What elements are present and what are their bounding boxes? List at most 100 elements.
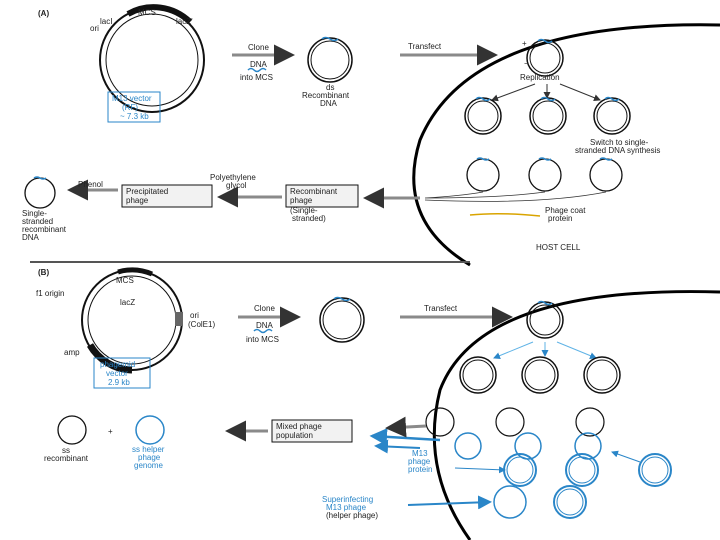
- protein-export-arrow-2: [374, 439, 421, 454]
- panel-a-label: (A): [38, 9, 49, 18]
- host-cell-label: HOST CELL: [536, 243, 581, 252]
- phage-export-arrow: [385, 416, 427, 438]
- superinfect-circle-2: [553, 485, 587, 519]
- vector-a-mcs: MCS: [138, 8, 156, 17]
- rf-b-circle-2: [521, 356, 559, 394]
- ss-circle-2: [528, 157, 562, 192]
- ss-dna-line3: recombinant: [22, 225, 67, 234]
- vector-b-amp: amp: [64, 348, 80, 357]
- peg-line2: glycol: [226, 181, 247, 190]
- helper-rf-circle-2: [565, 453, 599, 487]
- svg-text:M13 vector: M13 vector: [112, 94, 152, 103]
- helper-protein-arrow: [454, 466, 506, 474]
- plus-sign-b: +: [108, 427, 113, 436]
- helper-genome-line1: ss helper: [132, 445, 165, 454]
- ss-dna-line1: Single-: [22, 209, 47, 218]
- superinfect-arrow: [407, 495, 492, 510]
- protein-export-arrow: [369, 428, 441, 446]
- dna-label-a: DNA: [250, 60, 268, 69]
- peg-line1: Polyethylene: [210, 173, 256, 182]
- superinfecting-line3: (helper phage): [326, 511, 378, 520]
- ss-b-label1: ss: [62, 446, 70, 455]
- helper-protein-arrow-2: [611, 450, 641, 463]
- phage-coat-line2: protein: [548, 214, 572, 223]
- transfect-label-a: Transfect: [408, 42, 442, 51]
- rep-arrow-left: [491, 83, 536, 102]
- rf-b-circle-3: [583, 356, 621, 394]
- vector-a-ori: ori: [90, 24, 99, 33]
- switch-note-line1: Switch to single-: [590, 138, 649, 147]
- helper-circle-3: [574, 432, 602, 460]
- ss-b-circle-3: [575, 407, 605, 437]
- vector-a-laci: lacI: [100, 17, 112, 26]
- host-cell-boundary-b: [432, 290, 720, 540]
- helper-circle-2: [514, 432, 542, 460]
- helper-circle-1: [454, 432, 482, 460]
- replicating-circle-a: [526, 38, 564, 77]
- rf-circle-3: [593, 96, 631, 135]
- ds-recombinant-circle: [307, 36, 353, 83]
- vector-b-lacz: lacZ: [120, 298, 135, 307]
- vector-b-f1: f1 origin: [36, 289, 64, 298]
- vector-a-lacz: lacZ': [176, 17, 193, 26]
- rf-circle-1: [464, 96, 502, 135]
- clone-label-a: Clone: [248, 43, 269, 52]
- svg-text:phage: phage: [290, 196, 313, 205]
- helper-rf-circle-3: [638, 453, 672, 487]
- vector-b-caption: phagemid vector 2.9 kb: [93, 357, 151, 389]
- svg-text:phagemid: phagemid: [100, 360, 135, 369]
- replication-label: Replication: [520, 73, 560, 82]
- helper-genome-line3: genome: [134, 461, 163, 470]
- ds-label: ds: [326, 83, 334, 92]
- svg-text:2.9 kb: 2.9 kb: [108, 378, 130, 387]
- rf-circle-2: [529, 96, 567, 135]
- vector-b-mcs: MCS: [116, 276, 134, 285]
- ss-recombinant-dna-circle: [24, 176, 56, 209]
- transfect-label-b: Transfect: [424, 304, 458, 313]
- vector-a-caption: M13 vector (RF) ~ 7.3 kb: [107, 91, 161, 123]
- helper-genome-line2: phage: [138, 453, 161, 462]
- dna-insert-icon-b: [253, 328, 273, 334]
- panel-b-label: (B): [38, 268, 49, 277]
- single-stranded-note2: stranded): [292, 214, 326, 223]
- ss-b-circle-2: [495, 407, 525, 437]
- precipitated-phage-box: Precipitated phage: [121, 184, 213, 208]
- into-mcs-label-a: into MCS: [240, 73, 273, 82]
- phage-coat-line1: Phage coat: [545, 206, 586, 215]
- ss-circle-3: [589, 157, 623, 192]
- svg-text:vector: vector: [106, 369, 128, 378]
- rep-b-arrow-right: [556, 341, 597, 359]
- phagemid-vector-plasmid: [81, 267, 183, 374]
- svg-text:Precipitated: Precipitated: [126, 187, 168, 196]
- m13-protein-line1: M13: [412, 449, 428, 458]
- svg-text:Mixed phage: Mixed phage: [276, 422, 322, 431]
- vector-b-cole1: (ColE1): [188, 320, 215, 329]
- phenol-label: Phenol: [78, 180, 103, 189]
- recombinant-phage-box: Recombinant phage: [285, 184, 359, 208]
- ds-dna-label: DNA: [320, 99, 338, 108]
- plus-sign: +: [522, 39, 527, 48]
- host-cell-boundary-a: [412, 23, 720, 267]
- svg-text:~ 7.3 kb: ~ 7.3 kb: [120, 112, 149, 121]
- superinfect-circle-1: [493, 485, 527, 519]
- superinfecting-line2: M13 phage: [326, 503, 367, 512]
- coat-protein-wave: [469, 212, 541, 217]
- switch-note-line2: stranded DNA synthesis: [575, 146, 660, 155]
- rep-arrow-right: [559, 83, 601, 102]
- export-lines: [424, 191, 607, 202]
- svg-text:population: population: [276, 431, 313, 440]
- helper-genome-circle: [135, 415, 165, 445]
- vector-b-ori: ori: [190, 311, 199, 320]
- minus-sign: −: [524, 59, 529, 68]
- single-stranded-note1: (Single-: [290, 206, 318, 215]
- replicating-circle-b: [526, 300, 564, 339]
- ds-recombinant-label: Recombinant: [302, 91, 350, 100]
- svg-text:phage: phage: [126, 196, 149, 205]
- helper-rf-circle-1: [503, 453, 537, 487]
- svg-text:Recombinant: Recombinant: [290, 187, 338, 196]
- dna-label-b: DNA: [256, 321, 274, 330]
- ss-dna-line4: DNA: [22, 233, 40, 242]
- into-mcs-label-b: into MCS: [246, 335, 279, 344]
- dna-insert-icon-a: [247, 67, 267, 73]
- ss-recombinant-b-circle: [57, 415, 87, 445]
